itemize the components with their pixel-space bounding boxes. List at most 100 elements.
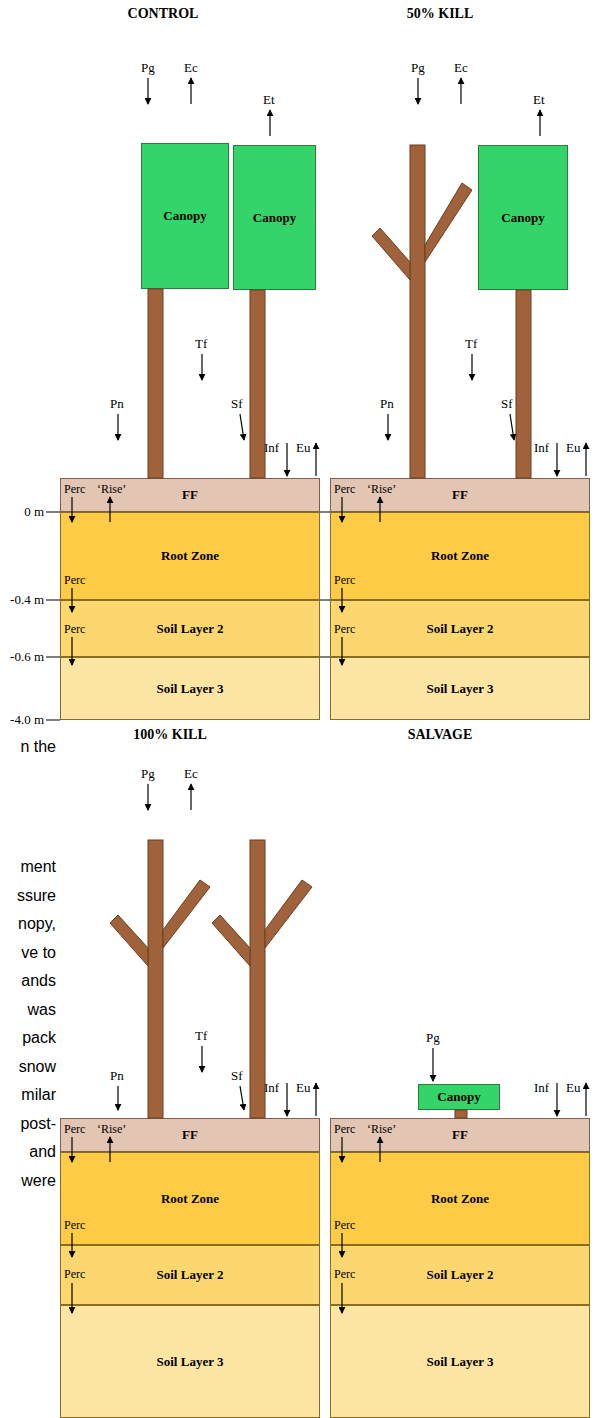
flux-arrow [510,414,514,440]
flux-label: Pn [110,1068,124,1083]
flux-label: Inf [534,1080,549,1095]
soil-layer-band: PercSoil Layer 2 [330,600,590,657]
flux-arrow [147,78,148,104]
flux-label: Pn [380,396,394,411]
flux-label: Perc [64,1122,85,1136]
depth-label: 0 m [24,504,44,520]
flux-label: Pn [110,396,124,411]
flux-label: Pg [141,60,155,75]
dead-tree-branch [265,880,312,948]
soil-layer-band: Perc Soil Layer 2 [60,600,320,657]
flux-arrow [109,497,110,522]
flux-label: Perc [64,622,85,636]
panel-heading: CONTROL [128,6,199,22]
canopy-box: Canopy [478,145,568,290]
flux-label: Ec [184,60,198,75]
flux-arrow [109,1137,110,1162]
layer-name: FF [452,1128,468,1142]
flux-arrow [341,497,342,522]
layer-name: Soil Layer 3 [427,682,494,696]
layer-name: Soil Layer 3 [157,682,224,696]
forest-floor-band: Perc‘Rise’FF [330,478,590,512]
flux-label: Pg [411,60,425,75]
tree-trunk [250,290,265,478]
panel-heading: SALVAGE [408,727,473,743]
flux-arrow [147,784,148,810]
canopy-box: Canopy [141,143,229,289]
flux-arrow [71,637,72,665]
soil-layer-band: Root ZonePerc [330,1152,590,1245]
flux-label: Sf [231,396,243,411]
flux-arrow [341,588,342,612]
flux-arrow [387,414,388,440]
flux-label: Sf [501,396,513,411]
text-fragment: ment [20,858,56,876]
flux-arrow [341,1233,342,1257]
flux-label: ‘Rise’ [367,482,396,496]
flux-arrow [432,1048,433,1081]
text-fragment: milar [21,1086,56,1104]
forest-floor-band: Perc‘Rise’FF [330,1118,590,1152]
flux-label: Perc [334,1218,355,1232]
text-fragment: was [28,1001,56,1019]
text-fragment: pack [22,1029,56,1047]
soil-layer-band: PercSoil Layer 2 [330,1245,590,1305]
panel-heading: 100% KILL [133,727,207,743]
layer-name: Soil Layer 3 [427,1355,494,1369]
flux-label: Inf [264,440,279,455]
flux-label: Eu [296,1080,310,1095]
text-fragment: ve to [21,944,56,962]
flux-label: Pg [141,766,155,781]
flux-arrow [286,1083,287,1116]
flux-arrow [286,443,287,476]
flux-arrow [117,414,118,440]
flux-label: Inf [534,440,549,455]
layer-name: Soil Layer 3 [157,1355,224,1369]
soil-layer-band: Soil Layer 3 [330,1305,590,1418]
text-fragment: snow [19,1058,56,1076]
dead-tree-trunk [148,840,163,1118]
flux-arrow [201,354,202,380]
depth-tick [320,600,330,601]
flux-arrow [190,784,191,810]
layer-name: FF [452,488,468,502]
flux-arrow [585,1083,586,1116]
flux-arrow [315,443,316,476]
layer-name: Soil Layer 2 [157,1268,224,1282]
text-fragment: and [29,1143,56,1161]
flux-arrow [341,1283,342,1313]
flux-arrow [71,497,72,522]
depth-tick [46,600,60,601]
layer-name: Soil Layer 2 [157,622,224,636]
depth-label: -4.0 m [10,712,44,728]
depth-tick [46,720,60,721]
depth-label: -0.6 m [10,649,44,665]
dead-tree-trunk [410,145,425,478]
flux-arrow [585,443,586,476]
flux-label: Tf [465,336,477,351]
layer-name: Canopy [253,211,296,225]
flux-arrow [71,1233,72,1257]
text-fragment: ands [21,972,56,990]
flux-arrow [71,1137,72,1162]
flux-arrow [460,78,461,104]
flux-arrow [269,110,270,136]
soil-layer-band: Soil Layer 3 [60,1305,320,1418]
soil-layer-band: Root ZonePerc [60,512,320,600]
layer-name: FF [182,1128,198,1142]
flux-label: ‘Rise’ [97,482,126,496]
text-fragment: n the [20,738,56,756]
layer-name: Soil Layer 2 [427,1268,494,1282]
flux-label: Et [533,92,545,107]
flux-arrow [379,497,380,522]
panel-heading: 50% KILL [407,6,474,22]
flux-arrow [117,1086,118,1110]
flux-label: Sf [231,1068,243,1083]
dead-tree-branch [425,183,472,262]
flux-label: Perc [64,1267,85,1281]
dead-tree-branch [110,915,148,966]
flux-label: Perc [64,482,85,496]
layer-name: Root Zone [161,549,219,563]
dead-tree-branch [163,880,210,948]
dead-tree-trunk [250,840,265,1118]
